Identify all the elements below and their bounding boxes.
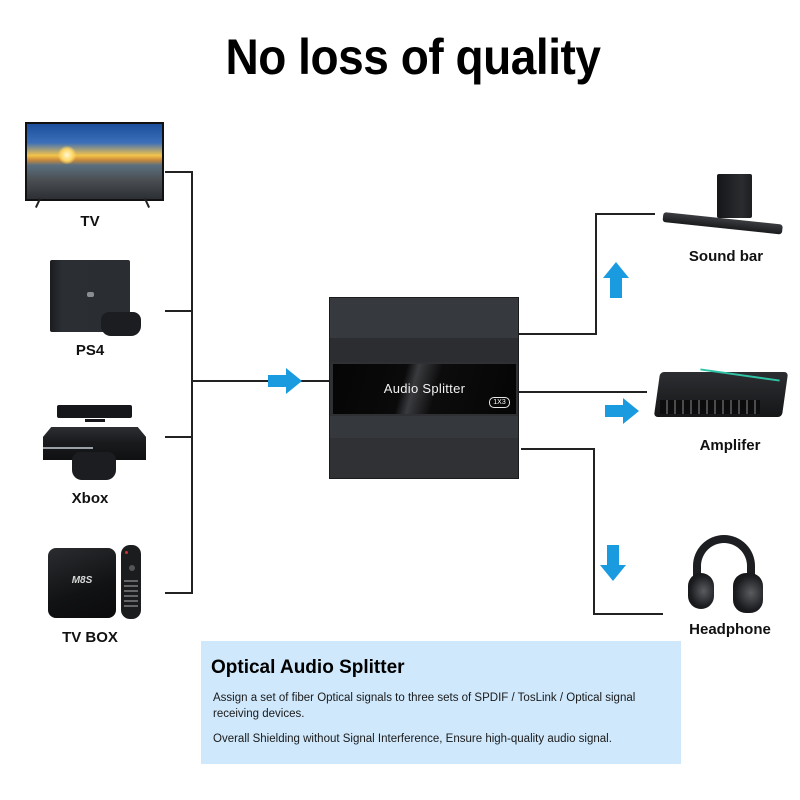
connector-line (519, 391, 647, 393)
connector-line (165, 171, 192, 173)
arrow-right-icon (605, 398, 639, 424)
splitter-front-panel (333, 364, 516, 414)
splitter-band (330, 298, 518, 338)
amplifier-terminals (660, 400, 760, 414)
kinect-icon (57, 405, 132, 418)
source-label-tv-box: TV BOX (62, 629, 118, 646)
controller-icon (72, 452, 116, 480)
tv-icon (25, 122, 164, 201)
tv-box-brand: M8S (71, 575, 93, 586)
arrow-up-icon (603, 262, 629, 298)
connector-line (521, 448, 595, 450)
splitter-band (330, 438, 518, 478)
connector-line (165, 592, 192, 594)
info-title: Optical Audio Splitter (211, 657, 405, 678)
info-paragraph: Overall Shielding without Signal Interfe… (213, 733, 612, 745)
connector-line (519, 333, 596, 335)
xbox-strip (43, 447, 93, 449)
tv-screen-sun (58, 146, 76, 164)
output-label-sound-bar: Sound bar (688, 248, 764, 265)
source-label-xbox: Xbox (71, 490, 109, 507)
source-label-ps4: PS4 (75, 342, 105, 359)
splitter-band (330, 338, 518, 362)
arrow-right-icon (268, 368, 302, 394)
splitter-badge: 1X3 (489, 397, 510, 408)
headphone-icon (693, 535, 755, 605)
connector-line (165, 310, 192, 312)
connector-line (192, 380, 329, 382)
remote-keypad (124, 580, 138, 610)
subwoofer-icon (717, 174, 752, 218)
info-panel (201, 641, 681, 764)
connector-line (165, 436, 192, 438)
connector-line (595, 213, 655, 215)
output-label-amplifier: Amplifer (699, 437, 761, 454)
output-label-headphone: Headphone (689, 621, 771, 638)
connector-line (593, 448, 595, 615)
headphone-cup (688, 573, 714, 609)
source-label-tv: TV (80, 213, 100, 230)
connector-line (593, 613, 663, 615)
connector-line (595, 213, 597, 335)
controller-icon (101, 312, 141, 336)
connector-line (191, 171, 193, 594)
headphone-cup (733, 573, 763, 613)
info-paragraph: Assign a set of fiber Optical signals to… (213, 692, 636, 720)
remote-button (129, 565, 135, 571)
splitter-band (330, 416, 518, 438)
splitter-label: Audio Splitter (383, 381, 466, 396)
kinect-base (85, 419, 105, 422)
arrow-down-icon (600, 545, 626, 581)
ps4-logo (87, 292, 94, 297)
page-title: No loss of quality (225, 29, 601, 85)
tv-box-icon (48, 548, 116, 618)
remote-button (125, 551, 128, 554)
